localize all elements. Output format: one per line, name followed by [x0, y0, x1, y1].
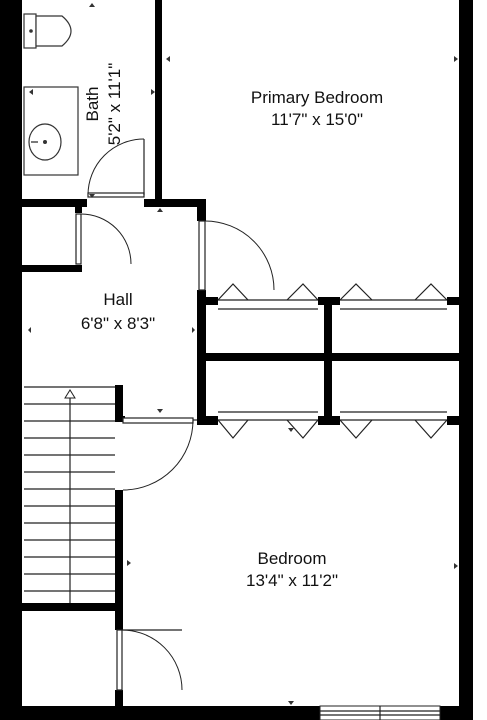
- room-name-hall: Hall: [103, 290, 132, 309]
- bedroom-door: [122, 417, 197, 491]
- closet-bifold-bottom: [217, 411, 448, 439]
- staircase: [24, 385, 115, 603]
- dimension-ticks: [28, 3, 458, 705]
- closet-bifold-top: [217, 283, 448, 310]
- room-dimensions-hall: 6'8" x 8'3": [81, 314, 155, 333]
- room-dimensions-bedroom: 13'4" x 11'2": [246, 571, 338, 590]
- room-dimensions-bath: 5'2" x 11'1": [105, 63, 124, 146]
- stair-closet-door: [116, 629, 183, 691]
- hall-closet-door: [75, 213, 132, 265]
- bath-label-group: Bath 5'2" x 11'1": [83, 63, 124, 146]
- room-name-primary-bedroom: Primary Bedroom: [251, 88, 383, 107]
- window: [319, 705, 441, 720]
- interior-walls: [22, 0, 459, 710]
- room-name-bedroom: Bedroom: [258, 549, 327, 568]
- vanity-sink: [23, 86, 79, 176]
- room-dimensions-primary-bedroom: 11'7" x 15'0": [271, 110, 363, 129]
- primary-bedroom-door: [198, 220, 275, 291]
- room-name-bath: Bath: [83, 87, 102, 122]
- exterior-walls: [0, 0, 473, 720]
- bath-door: [87, 138, 145, 198]
- toilet: [23, 13, 72, 49]
